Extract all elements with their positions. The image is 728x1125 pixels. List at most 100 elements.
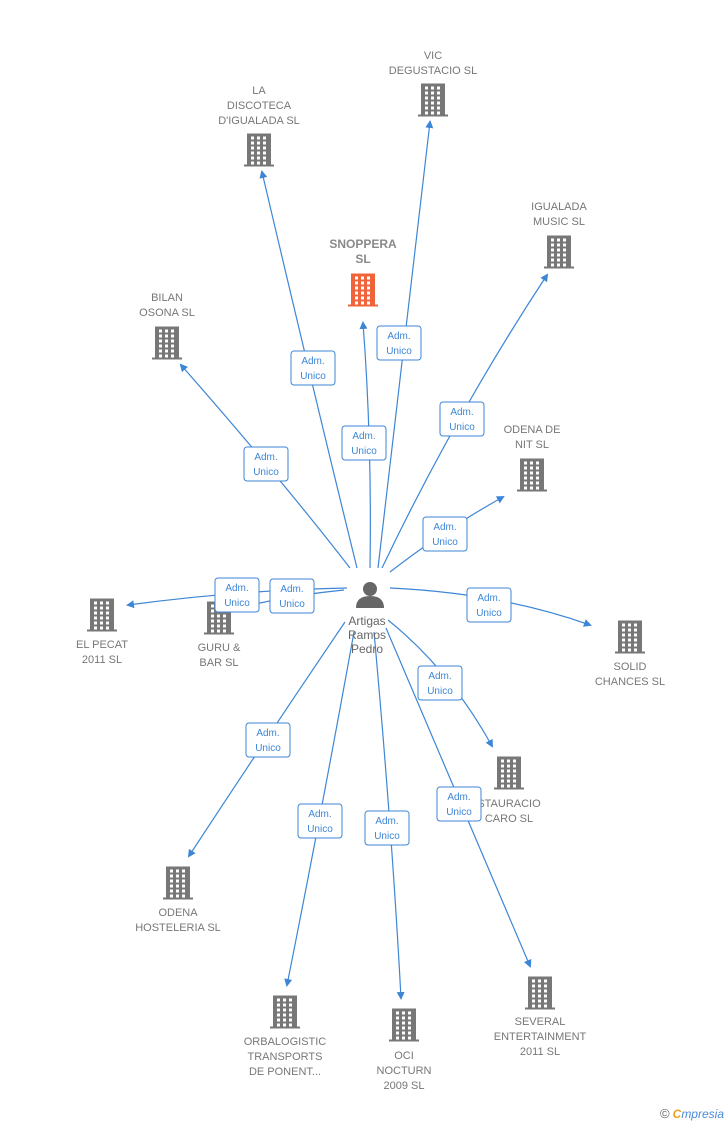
company-node-odena-hosteleria[interactable]: ODENA HOSTELERIA SL — [135, 866, 221, 935]
building-icon — [418, 83, 448, 117]
edge-la-discoteca — [259, 170, 358, 569]
role-badge-guru-bar[interactable]: Adm. Unico — [269, 578, 315, 614]
role-badge-several-entertainment[interactable]: Adm. Unico — [436, 786, 482, 822]
role-label-line: Unico — [279, 599, 305, 610]
brand-logo-text: mpresia — [681, 1107, 724, 1121]
role-label-line: Adm. — [428, 671, 451, 682]
role-label-line: Adm. — [433, 522, 456, 533]
building-icon — [348, 273, 378, 307]
company-node-bilan-osona[interactable]: BILAN OSONA SL — [139, 292, 195, 360]
company-label-line: SNOPPERA — [329, 237, 397, 251]
building-icon — [544, 235, 574, 269]
role-label-line: Adm. — [225, 583, 248, 594]
company-node-orbalogistic[interactable]: ORBALOGISTIC TRANSPORTS DE PONENT... — [244, 995, 327, 1079]
company-label-line: NIT SL — [515, 439, 549, 451]
company-label-line: BILAN — [151, 292, 183, 304]
building-icon — [270, 995, 300, 1029]
company-label-line: DE PONENT... — [249, 1066, 321, 1078]
person-name-line: Pedro — [351, 642, 383, 656]
role-label-line: Adm. — [280, 584, 303, 595]
role-label-line: Unico — [446, 807, 472, 818]
role-label-line: Adm. — [308, 809, 331, 820]
company-label-line: 2009 SL — [384, 1080, 425, 1092]
company-label-line: CHANCES SL — [595, 676, 665, 688]
company-label-line: GURU & — [198, 642, 241, 654]
company-label-line: BAR SL — [199, 657, 238, 669]
company-label-line: D'IGUALADA SL — [218, 115, 300, 127]
role-label-line: Unico — [307, 824, 333, 835]
company-node-igualada-music[interactable]: IGUALADA MUSIC SL — [531, 201, 587, 269]
company-label-line: HOSTELERIA SL — [135, 922, 221, 934]
role-label-line: Unico — [255, 743, 281, 754]
role-label-line: Unico — [224, 598, 250, 609]
role-label-line: Unico — [427, 686, 453, 697]
role-label-line: Adm. — [450, 407, 473, 418]
role-badge-igualada-music[interactable]: Adm. Unico — [439, 401, 485, 437]
role-label-line: Unico — [386, 346, 412, 357]
role-badge-snoppera[interactable]: Adm.Unico — [341, 425, 387, 461]
company-label-line: NOCTURN — [377, 1065, 432, 1077]
company-label-line: IGUALADA — [531, 201, 587, 213]
company-label-line: 2011 SL — [520, 1046, 560, 1058]
building-icon — [525, 976, 555, 1010]
company-label-line: TRANSPORTS — [248, 1051, 323, 1063]
role-badge-oci-nocturn[interactable]: Adm. Unico — [364, 810, 410, 846]
company-label-line: ODENA — [158, 907, 198, 919]
building-icon — [494, 756, 524, 790]
role-label-line: Unico — [374, 831, 400, 842]
role-label-line: Unico — [449, 422, 475, 433]
role-label-line: Adm. — [447, 792, 470, 803]
role-badge-restauracio-caro[interactable]: Adm. Unico — [417, 665, 463, 701]
role-label-line: Unico — [351, 446, 377, 457]
company-label-line: VIC — [424, 50, 442, 62]
role-badge-odena-hosteleria[interactable]: Adm.Unico — [245, 722, 291, 758]
role-label-line: Adm. — [387, 331, 410, 342]
company-label-line: OSONA SL — [139, 307, 195, 319]
role-badge-odena-de-nit[interactable]: Adm. Unico — [422, 516, 468, 552]
roles-layer: Adm.UnicoAdm.UnicoAdm.UnicoAdm.UnicoAdm.… — [214, 325, 512, 846]
company-label-line: OCI — [394, 1050, 414, 1062]
role-badge-bilan-osona[interactable]: Adm. Unico — [243, 446, 289, 482]
company-node-solid-chances[interactable]: SOLID CHANCES SL — [595, 620, 665, 689]
building-icon — [389, 1008, 419, 1042]
company-label-line: CARO SL — [485, 813, 533, 825]
person-name-line: Artigas — [348, 614, 385, 628]
company-label-line: ENTERTAINMENT — [494, 1031, 587, 1043]
company-label-line: DEGUSTACIO SL — [389, 65, 477, 77]
company-label-line: ORBALOGISTIC — [244, 1036, 327, 1048]
role-label-line: Unico — [476, 608, 502, 619]
building-icon — [517, 458, 547, 492]
copyright-icon: © — [660, 1106, 670, 1121]
role-badge-la-discoteca[interactable]: Adm.Unico — [290, 350, 336, 386]
building-icon — [244, 133, 274, 167]
role-label-line: Adm. — [254, 452, 277, 463]
role-label-line: Adm. — [375, 816, 398, 827]
company-label-line: EL PECAT — [76, 639, 128, 651]
role-label-line: Unico — [253, 467, 279, 478]
company-label-line: SOLID — [613, 661, 646, 673]
role-label-line: Unico — [432, 537, 458, 548]
role-badge-vic-degustacio[interactable]: Adm. Unico — [376, 325, 422, 361]
company-label-line: STAURACIO — [477, 798, 541, 810]
role-label-line: Adm. — [301, 356, 324, 367]
building-icon — [163, 866, 193, 900]
role-badge-el-pecat[interactable]: Adm. Unico — [214, 577, 260, 613]
company-node-oci-nocturn[interactable]: OCI NOCTURN 2009 SL — [377, 1008, 432, 1093]
company-label-line: MUSIC SL — [533, 216, 585, 228]
brand-logo-initial: C — [672, 1107, 682, 1121]
role-badge-solid-chances[interactable]: Adm.Unico — [466, 587, 512, 623]
company-label-line: LA — [252, 85, 266, 97]
company-node-restauracio-caro[interactable]: STAURACIO CARO SL — [477, 756, 541, 826]
role-badge-orbalogistic[interactable]: Adm. Unico — [297, 803, 343, 839]
person-icon — [356, 582, 384, 608]
company-node-vic-degustacio[interactable]: VIC DEGUSTACIO SL — [389, 50, 477, 117]
building-icon — [615, 620, 645, 654]
